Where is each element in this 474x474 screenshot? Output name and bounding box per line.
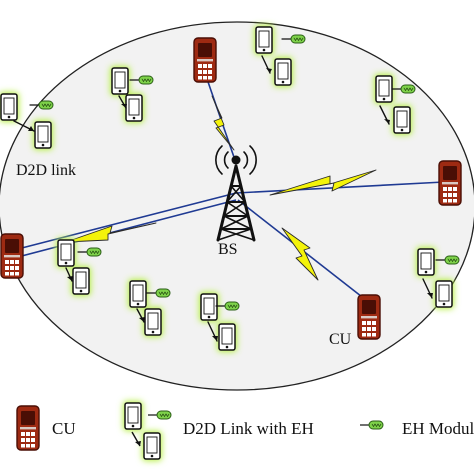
smartphone-icon bbox=[393, 106, 411, 134]
smartphone-icon bbox=[144, 308, 162, 336]
smartphone-icon bbox=[274, 58, 292, 86]
smartphone-icon bbox=[375, 75, 393, 103]
smartphone-icon bbox=[124, 402, 142, 430]
legend-d2d-label: D2D Link with EH bbox=[183, 419, 314, 438]
smartphone-icon bbox=[435, 280, 453, 308]
d2d-pair bbox=[128, 279, 171, 337]
smartphone-icon bbox=[143, 432, 161, 460]
smartphone-icon bbox=[200, 293, 218, 321]
d2d-pair bbox=[0, 92, 54, 150]
feature-phone-icon bbox=[193, 37, 217, 83]
eh-module-icon bbox=[147, 410, 172, 420]
feature-phone-icon bbox=[16, 405, 40, 451]
legend-d2d-symbol bbox=[123, 401, 172, 461]
d2d-pair bbox=[254, 25, 306, 87]
d2d-pair bbox=[56, 238, 102, 296]
d2d-pair bbox=[416, 247, 460, 309]
legend bbox=[16, 401, 384, 461]
smartphone-icon bbox=[125, 94, 143, 122]
smartphone-icon bbox=[0, 93, 18, 121]
radio-tower-icon bbox=[215, 145, 257, 242]
eh-module-icon bbox=[359, 420, 384, 430]
lightning-bolt-icon bbox=[281, 227, 319, 281]
feature-phone-icon bbox=[0, 233, 24, 279]
smartphone-icon bbox=[57, 239, 75, 267]
smartphone-icon bbox=[111, 67, 129, 95]
smartphone-icon bbox=[218, 323, 236, 351]
d2d-pair bbox=[199, 292, 240, 352]
d2d-link-label: D2D link bbox=[16, 162, 76, 179]
lightning-bolt-icon bbox=[269, 169, 377, 196]
cellular-link-left-1 bbox=[13, 192, 237, 251]
cell-coverage-area bbox=[0, 21, 474, 391]
legend-eh-label: EH Module bbox=[402, 419, 474, 438]
lightning-bolt-icon bbox=[211, 95, 235, 151]
d2d-pairs bbox=[0, 25, 460, 352]
smartphone-icon bbox=[72, 267, 90, 295]
smartphone-icon bbox=[34, 121, 52, 149]
cellular-user-label: CU bbox=[329, 331, 352, 348]
d2d-pair bbox=[110, 66, 154, 123]
legend-cu-label: CU bbox=[52, 419, 76, 438]
feature-phone-icon bbox=[357, 294, 381, 340]
smartphone-icon bbox=[417, 248, 435, 276]
base-station-label: BS bbox=[218, 241, 238, 258]
eh-module-icon bbox=[29, 100, 54, 110]
d2d-pair bbox=[374, 74, 416, 135]
feature-phone-icon bbox=[438, 160, 462, 206]
cellular-link-left-2 bbox=[13, 199, 237, 259]
smartphone-icon bbox=[129, 280, 147, 308]
smartphone-icon bbox=[255, 26, 273, 54]
